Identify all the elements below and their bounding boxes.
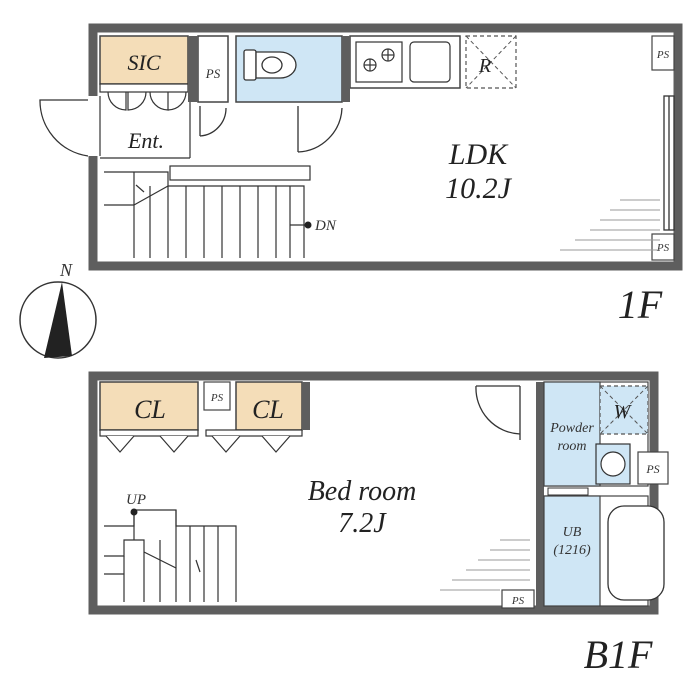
closet-wall bbox=[188, 36, 198, 102]
ps-bottom-right-label: PS bbox=[656, 242, 670, 254]
unit-bath-label: UB bbox=[563, 525, 582, 540]
kitchen-counter bbox=[349, 35, 461, 89]
floor-1f-label: 1F bbox=[618, 282, 663, 327]
washer-label: W bbox=[614, 401, 633, 423]
closet-end-wall bbox=[302, 382, 310, 430]
entrance-label: Ent. bbox=[127, 128, 164, 153]
sic-closet bbox=[99, 35, 189, 85]
floor-b1f: CL PS CL Powder room bbox=[88, 371, 669, 677]
fridge-label: R bbox=[478, 55, 491, 77]
washer-space bbox=[599, 385, 649, 435]
ldk-name: LDK bbox=[448, 138, 509, 171]
closet-doors bbox=[99, 429, 303, 453]
unit-bath-size: (1216) bbox=[553, 543, 591, 558]
floor-b1f-label: B1F bbox=[584, 632, 653, 677]
ps-powder bbox=[637, 451, 669, 485]
fridge-space bbox=[465, 35, 517, 89]
ps-bottom-b1 bbox=[501, 589, 535, 609]
wet-area-wall bbox=[536, 382, 544, 606]
sic-doors bbox=[99, 83, 189, 111]
powder-room-label-1: Powder bbox=[549, 421, 594, 436]
ps-powder-label: PS bbox=[645, 462, 659, 476]
stairs-1f bbox=[104, 165, 311, 258]
toilet-door bbox=[297, 106, 343, 153]
stairs-up-marker bbox=[130, 508, 138, 516]
floor-1f: SIC PS bbox=[39, 23, 683, 327]
compass-north-label: N bbox=[59, 260, 73, 280]
sink-icon bbox=[409, 41, 451, 83]
window-right bbox=[663, 95, 675, 231]
closet-right bbox=[235, 381, 303, 431]
stairs-b1 bbox=[104, 509, 237, 602]
entrance-area bbox=[39, 96, 191, 159]
ps-bottom-b1-label: PS bbox=[511, 595, 525, 607]
ps-door bbox=[199, 106, 227, 137]
bedroom-size: 7.2J bbox=[338, 508, 387, 539]
kitchen-wall bbox=[342, 36, 350, 102]
bedroom-name: Bed room bbox=[308, 476, 417, 507]
light-rays-b1 bbox=[440, 539, 530, 591]
ps-top-right bbox=[651, 35, 675, 71]
compass: N bbox=[19, 260, 97, 359]
stove-icon bbox=[355, 41, 403, 83]
light-rays-1f bbox=[560, 199, 660, 251]
bathtub-icon bbox=[607, 505, 665, 601]
closet-left bbox=[99, 381, 199, 431]
unit-bath-floor bbox=[543, 495, 601, 607]
ps-shaft-1f-label: PS bbox=[205, 66, 221, 81]
sic-label: SIC bbox=[128, 50, 161, 75]
closet-left-label: CL bbox=[134, 395, 166, 424]
toilet-icon bbox=[243, 49, 297, 81]
powder-room-floor bbox=[543, 381, 601, 487]
closet-right-label: CL bbox=[252, 395, 284, 424]
ldk-size: 10.2J bbox=[445, 172, 513, 205]
ps-closets-label: PS bbox=[210, 392, 224, 404]
powder-room-label-2: room bbox=[557, 439, 586, 454]
ps-top-right-label: PS bbox=[656, 49, 670, 61]
stairs-dn-marker bbox=[304, 221, 312, 229]
stairs-dn-label: DN bbox=[314, 218, 337, 234]
basin-icon bbox=[595, 443, 631, 485]
bath-door bbox=[547, 487, 589, 496]
stairs-up-label: UP bbox=[126, 492, 146, 508]
bedroom-door bbox=[475, 385, 521, 440]
ps-closets bbox=[203, 381, 231, 411]
